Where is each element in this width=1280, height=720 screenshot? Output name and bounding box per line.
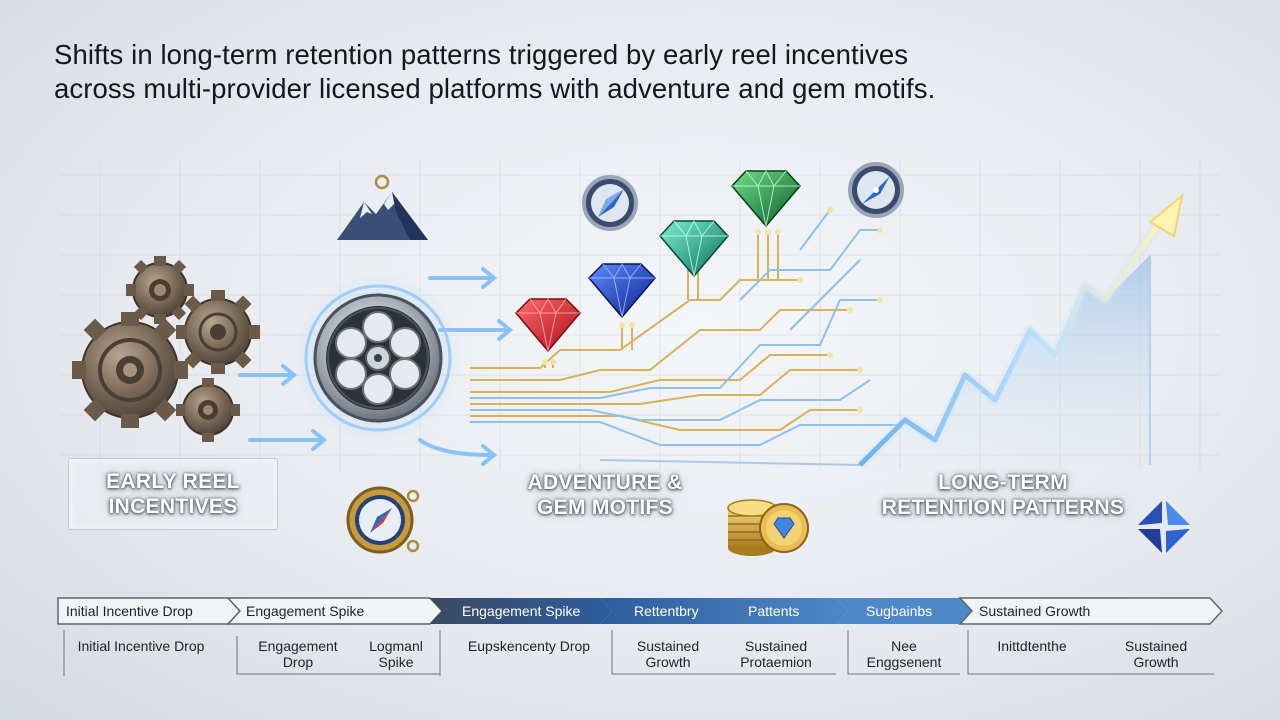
stage-adventure-line-2: GEM MOTIFS <box>537 496 673 519</box>
timeline-bar <box>57 597 1224 676</box>
stage-early-line-1: EARLY REEL <box>106 470 240 493</box>
compass-icon-right <box>848 162 904 218</box>
sublabel-line-2: Enggsenent <box>866 654 942 670</box>
sublabel-line-2: Drop <box>282 654 314 670</box>
green-gem-icon <box>730 169 802 228</box>
timeline-step: Engagement Spike <box>462 603 581 619</box>
blue-gem-icon <box>587 262 657 319</box>
mountain-icon <box>337 174 428 240</box>
blue-tile-logo-icon <box>1138 501 1190 553</box>
sublabel-line-1: Sustained <box>744 638 808 654</box>
timeline-sublabel: Initial Incentive Drop <box>66 638 216 654</box>
sublabel-line-1: Engagement <box>258 638 338 654</box>
timeline-step: Sustained Growth <box>979 603 1091 619</box>
stage-label-adventure: ADVENTURE & GEM MOTIFS <box>500 470 710 520</box>
stage-early-line-2: INCENTIVES <box>108 495 238 518</box>
early-stage-box <box>68 458 278 530</box>
timeline-step: Pattents <box>748 603 800 619</box>
page-title: Shifts in long-term retention patterns t… <box>54 38 1234 106</box>
timeline-sublabel: Logmanl Spike <box>356 638 436 670</box>
timeline-sublabel: Eupskencenty Drop <box>452 638 606 654</box>
timeline-sublabel: Engagement Drop <box>244 638 352 670</box>
sublabel-line-1: Sustained <box>1124 638 1188 654</box>
compass-icon-bottom <box>346 486 420 554</box>
gold-coins-icon <box>727 499 809 556</box>
title-line-1: Shifts in long-term retention patterns t… <box>54 39 909 70</box>
timeline-sublabel: Sustained Protaemion <box>720 638 832 670</box>
sublabel-line-2: Growth <box>1133 654 1179 670</box>
sublabel-line-1: Sustained <box>636 638 700 654</box>
film-reel-icon <box>293 273 463 443</box>
timeline-sublabel: Sustained Growth <box>622 638 714 670</box>
sublabel-line-2: Protaemion <box>740 654 812 670</box>
timeline-sublabel: Nee Enggsenent <box>852 638 956 670</box>
sublabel-line-1: Logmanl <box>369 638 423 654</box>
stage-label-early: EARLY REEL INCENTIVES <box>68 469 278 519</box>
timeline-step: Sugbainbs <box>866 603 933 619</box>
stage-adventure-line-1: ADVENTURE & <box>527 471 683 494</box>
sublabel-line-1: Inittdtenthe <box>997 638 1067 654</box>
teal-gem-icon <box>658 219 730 278</box>
timeline-sublabel: Inittdtenthe <box>972 638 1092 654</box>
sublabel-line-2: Spike <box>378 654 414 670</box>
timeline-step: Engagement Spike <box>246 603 365 619</box>
title-line-2: across multi-provider licensed platforms… <box>54 73 936 104</box>
compass-icon-top <box>582 175 638 231</box>
stage-longterm-line-1: LONG-TERM <box>938 471 1068 494</box>
sublabel-line-1: Nee <box>891 638 917 654</box>
sublabel-line-1: Initial Incentive Drop <box>77 638 205 654</box>
sublabel-line-1: Eupskencenty Drop <box>467 638 591 654</box>
growth-arrow-icon <box>599 193 1184 469</box>
stage-label-longterm: LONG-TERM RETENTION PATTERNS <box>868 470 1138 520</box>
timeline-sublabel: Sustained Growth <box>1108 638 1204 670</box>
sublabel-line-2: Growth <box>645 654 691 670</box>
red-gem-icon <box>514 297 582 353</box>
circuit-traces <box>470 207 903 446</box>
timeline-step: Rettentbry <box>634 603 699 619</box>
stage-longterm-line-2: RETENTION PATTERNS <box>881 496 1125 519</box>
timeline-step: Initial Incentive Drop <box>66 603 193 619</box>
